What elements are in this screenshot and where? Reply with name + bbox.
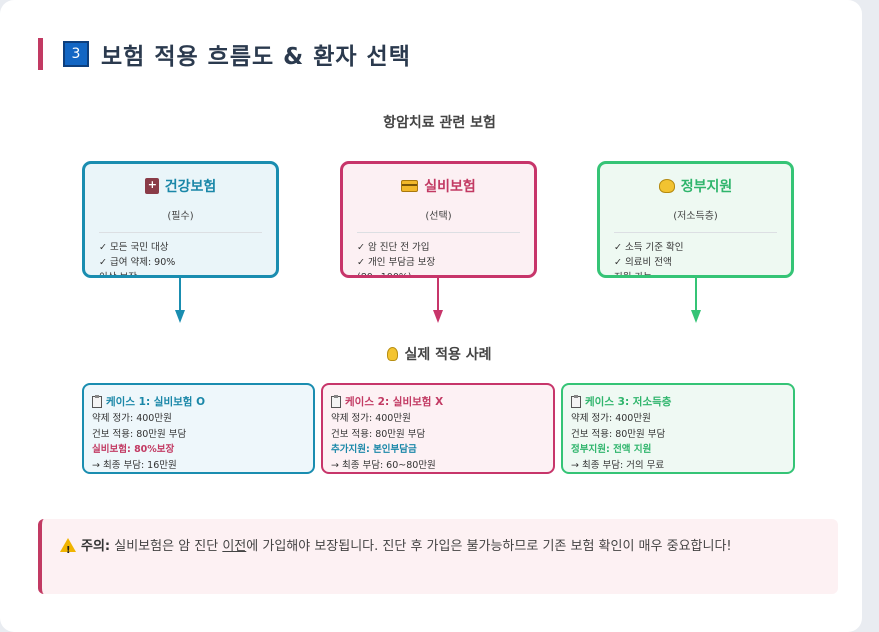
case-result: → 최종 부담: 60~80만원 (331, 459, 436, 471)
divider (99, 232, 262, 233)
section-title: 보험 적용 흐름도 & 환자 선택 (101, 44, 411, 70)
section-number-badge: 3 (63, 41, 89, 67)
lightbulb-icon (387, 347, 399, 361)
section-header: 3 보험 적용 흐름도 & 환자 선택 (38, 38, 411, 70)
case-line: 약제 정가: 400만원 (331, 413, 411, 424)
case-highlight: 추가지원: 본인부담금 (331, 444, 417, 455)
warning-callout: 주의: 실비보험은 암 진단 이전에 가입해야 보장됩니다. 진단 후 가입은 … (38, 519, 838, 594)
case-line: 건보 적용: 80만원 부담 (331, 428, 426, 440)
box-subtitle: (선택) (425, 211, 452, 222)
handshake-icon (658, 179, 675, 193)
box-line: ✓ 암 진단 전 가입 (357, 242, 430, 253)
case-card-2: 케이스 2: 실비보험 X 약제 정가: 400만원 건보 적용: 80만원 부… (321, 383, 555, 474)
case-highlight: 정부지원: 전액 지원 (571, 444, 652, 455)
box-line: ✓ 모든 국민 대상 (99, 242, 169, 253)
warning-text-rest: 에 가입해야 보장됩니다. 진단 후 가입은 불가능하므로 기존 보험 확인이 … (246, 539, 732, 554)
clipboard-icon (571, 394, 581, 408)
box-line: 지원 가능 (614, 272, 652, 278)
case-result: → 최종 부담: 거의 무료 (571, 459, 665, 471)
government-support-box: 정부지원 (저소득층) ✓ 소득 기준 확인 ✓ 의료비 전액 지원 가능 (597, 161, 794, 278)
case-line: 약제 정가: 400만원 (571, 413, 651, 424)
cases-heading-text: 실제 적용 사례 (404, 347, 492, 363)
warning-label: 주의: (81, 539, 111, 554)
hospital-icon (144, 178, 159, 194)
case-line: 약제 정가: 400만원 (92, 413, 172, 424)
box-title: 실비보험 (424, 179, 476, 195)
box-line: ✓ 급여 약제: 90% (99, 257, 176, 268)
case-line: 건보 적용: 80만원 부담 (571, 428, 666, 440)
divider (357, 232, 520, 233)
box-line: (80~100%) (357, 272, 412, 278)
box-line: ✓ 개인 부담금 보장 (357, 257, 436, 268)
arrow-down-icon (691, 278, 701, 323)
insurance-heading: 항암치료 관련 보험 (383, 115, 496, 131)
arrow-down-icon (433, 278, 443, 323)
case-title: 케이스 1: 실비보험 O (106, 396, 206, 408)
warning-text: 실비보험은 암 진단 (110, 539, 223, 554)
arrow-down-icon (175, 278, 185, 323)
case-highlight: 실비보험: 80%보장 (92, 444, 175, 455)
private-insurance-box: 실비보험 (선택) ✓ 암 진단 전 가입 ✓ 개인 부담금 보장 (80~10… (340, 161, 537, 278)
warning-icon (60, 538, 76, 562)
credit-card-icon (401, 180, 419, 192)
cases-heading: 실제 적용 사례 (0, 344, 879, 364)
box-subtitle: (저소득층) (673, 211, 718, 222)
clipboard-icon (92, 394, 102, 408)
box-title: 정부지원 (680, 179, 733, 195)
box-line: 이상 보장 (99, 272, 137, 278)
case-card-3: 케이스 3: 저소득층 약제 정가: 400만원 건보 적용: 80만원 부담 … (561, 383, 795, 474)
case-line: 건보 적용: 80만원 부담 (92, 428, 187, 440)
box-subtitle: (필수) (167, 211, 194, 222)
box-line: ✓ 소득 기준 확인 (614, 242, 684, 253)
case-card-1: 케이스 1: 실비보험 O 약제 정가: 400만원 건보 적용: 80만원 부… (82, 383, 315, 474)
health-insurance-box: 건강보험 (필수) ✓ 모든 국민 대상 ✓ 급여 약제: 90% 이상 보장 (82, 161, 279, 278)
box-line: ✓ 의료비 전액 (614, 257, 672, 268)
case-result: → 최종 부담: 16만원 (92, 459, 177, 471)
divider (614, 232, 777, 233)
box-title: 건강보험 (164, 179, 217, 195)
case-title: 케이스 3: 저소득층 (585, 396, 672, 408)
clipboard-icon (331, 394, 341, 408)
case-title: 케이스 2: 실비보험 X (345, 396, 444, 408)
warning-emphasis: 이전 (222, 539, 247, 554)
